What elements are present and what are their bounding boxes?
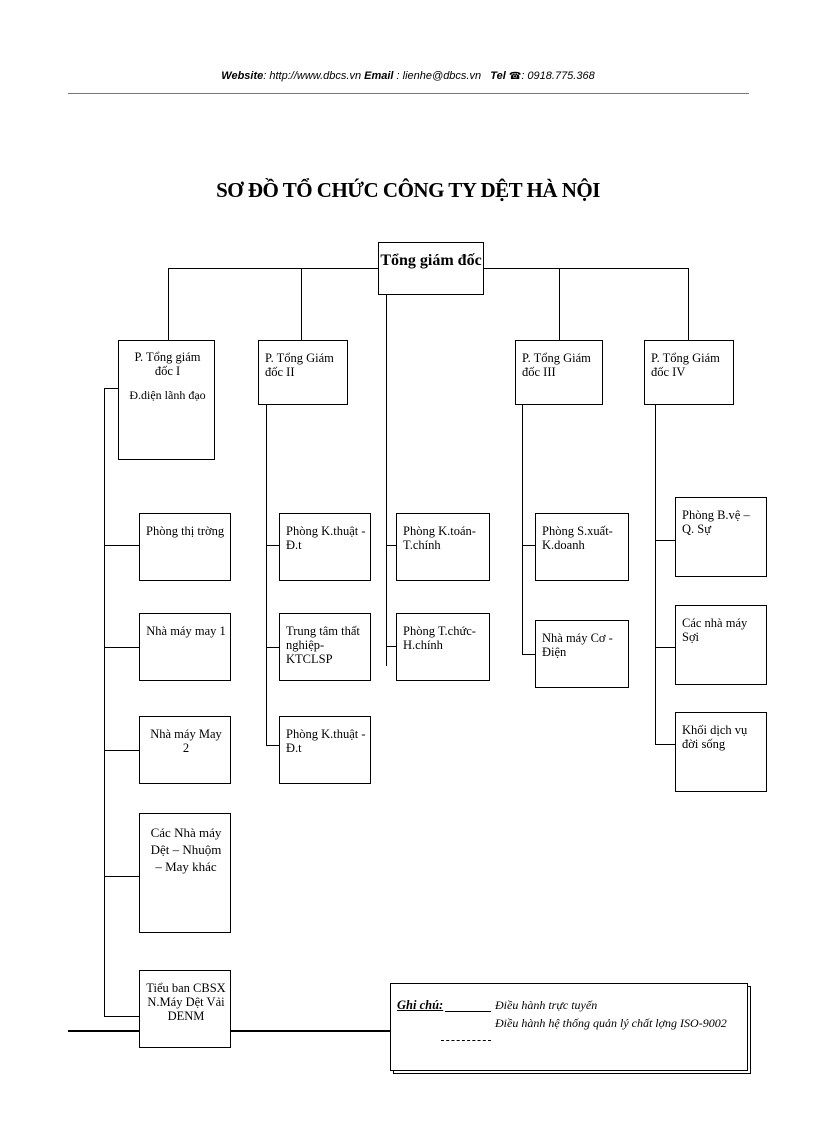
node-phong-sxuat: Phòng S.xuất-K.doanh: [535, 513, 629, 581]
website-value: : http://www.dbcs.vn: [263, 70, 362, 82]
connector: [522, 545, 535, 546]
node-phong-tchuc: Phòng T.chức-H.chính: [396, 613, 490, 681]
node-nha-may-co-dien: Nhà máy Cơ - Điện: [535, 620, 629, 688]
legend-dashed-line: [441, 1040, 491, 1041]
branch-head-1-sub: Đ.diện lãnh đạo: [129, 388, 206, 402]
node-nha-may-may-1: Nhà máy may 1: [139, 613, 231, 681]
email-value: : lienhe@dbcs.vn: [393, 70, 482, 82]
legend-line-2: Điều hành hệ thống quản lý chất lợng ISO…: [495, 1016, 727, 1030]
connector: [522, 654, 535, 655]
node-phong-kthuat-1: Phòng K.thuật - Đ.t: [279, 513, 371, 581]
root-node: Tổng giám đốc: [378, 242, 484, 295]
branch-head-4: P. Tổng Giám đốc IV: [644, 340, 734, 405]
connector: [104, 545, 139, 546]
connector: [266, 404, 267, 746]
header-divider: [68, 93, 749, 94]
connector: [484, 268, 688, 269]
connector: [688, 268, 689, 342]
connector: [104, 876, 139, 877]
branch-head-1-label: P. Tổng giám đốc I: [134, 350, 201, 378]
connector: [522, 404, 523, 654]
node-phong-kthuat-2: Phòng K.thuật - Đ.t: [279, 716, 371, 784]
connector: [266, 545, 279, 546]
connector: [104, 388, 105, 1016]
legend-label: Ghi chú:: [397, 998, 444, 1012]
legend-box: Ghi chú: Điều hành trực tuyến Điều hành …: [390, 983, 748, 1071]
node-cac-nha-may-det: Các Nhà máy Dệt – Nhuộm – May khác: [139, 813, 231, 933]
connector: [104, 750, 139, 751]
connector: [104, 388, 119, 389]
connector: [655, 540, 675, 541]
page-title: SƠ ĐỒ TỔ CHỨC CÔNG TY DỆT HÀ NỘI: [216, 178, 600, 202]
tel-value: : 0918.775.368: [521, 70, 595, 82]
connector: [104, 1016, 139, 1017]
phone-icon: ☎: [508, 71, 522, 82]
connector: [168, 268, 378, 269]
connector: [655, 647, 675, 648]
node-nha-may-may-2: Nhà máy May 2: [139, 716, 231, 784]
connector: [386, 294, 387, 666]
website-label: Website: [221, 70, 264, 82]
connector: [655, 744, 675, 745]
legend-solid-line: [445, 1011, 491, 1012]
node-tieu-ban-cbsx: Tiểu ban CBSX N.Máy Dệt Vải DENM: [139, 970, 231, 1048]
email-label: Email: [364, 70, 394, 82]
branch-head-1: P. Tổng giám đốc I Đ.diện lãnh đạo: [118, 340, 215, 460]
connector: [386, 646, 396, 647]
node-trung-tam-that-nghiep: Trung tâm thất nghiệp-KTCLSP: [279, 613, 371, 681]
connector: [301, 268, 302, 342]
tel-label: Tel: [490, 70, 506, 82]
connector: [266, 647, 279, 648]
connector: [655, 404, 656, 744]
node-phong-bve: Phòng B.vệ – Q. Sự: [675, 497, 767, 577]
connector: [168, 268, 169, 342]
connector: [266, 745, 279, 746]
branch-head-3: P. Tổng Giám đốc III: [515, 340, 603, 405]
legend-line-1: Điều hành trực tuyến: [495, 998, 598, 1012]
node-cac-nha-may-soi: Các nhà máy Sợi: [675, 605, 767, 685]
connector: [559, 268, 560, 342]
connector: [386, 545, 396, 546]
node-phong-thi-truong: Phòng thị trờng: [139, 513, 231, 581]
node-khoi-dich-vu: Khối dịch vụ đời sống: [675, 712, 767, 792]
connector: [104, 647, 139, 648]
branch-head-2: P. Tổng Giám đốc II: [258, 340, 348, 405]
page-header: Website: http://www.dbcs.vn Email : lien…: [0, 70, 816, 82]
node-phong-ktoan: Phòng K.toán-T.chính: [396, 513, 490, 581]
